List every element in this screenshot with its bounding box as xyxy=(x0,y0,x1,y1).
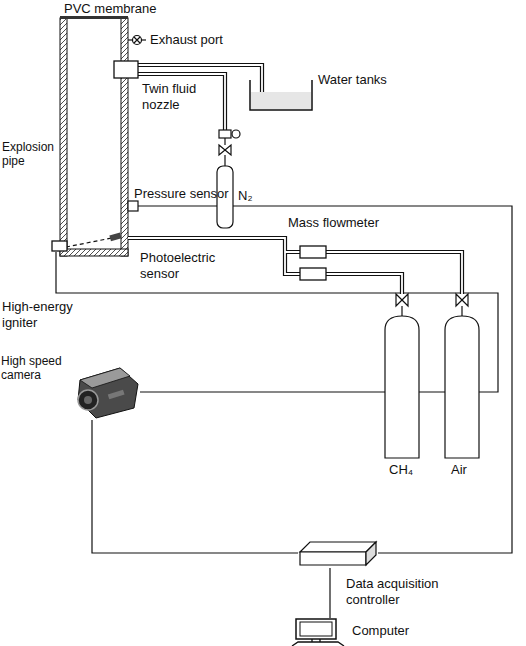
gas-label: Air xyxy=(451,462,491,478)
part-label: Exhaust port xyxy=(150,32,250,48)
computer-icon xyxy=(290,618,346,646)
high-speed-camera: High speed camera xyxy=(72,362,140,420)
gas-label: N₂ xyxy=(238,188,268,204)
gas-label: CH₄ xyxy=(389,462,429,478)
data-acquisition-controller: Data acquisition controller xyxy=(298,540,378,568)
part-label: Pressure sensor xyxy=(134,186,254,202)
part-label: Explosion pipe xyxy=(2,140,59,169)
signal-cable xyxy=(329,568,330,618)
nitrogen-cylinder xyxy=(217,130,240,228)
computer: Computer xyxy=(290,618,346,646)
pipes xyxy=(128,65,462,294)
photoelectric-sensor xyxy=(109,233,121,242)
part-label: Photoelectric sensor xyxy=(140,250,236,281)
part-label: High-energy igniter xyxy=(2,299,80,330)
part-label: Twin fluid nozzle xyxy=(142,81,214,112)
explosion-pipe xyxy=(60,16,128,256)
controller-icon xyxy=(298,540,378,568)
twin-fluid-nozzle xyxy=(114,61,138,78)
device-label: Data acquisition controller xyxy=(346,576,464,607)
exhaust-valve xyxy=(128,36,146,45)
light-path xyxy=(66,238,112,247)
pressure-wire xyxy=(138,206,512,553)
igniter xyxy=(52,241,67,251)
mass-flowmeter xyxy=(300,246,326,280)
device-label: High speed camera xyxy=(1,354,71,383)
signal-cable xyxy=(92,420,298,553)
gas-cylinders xyxy=(385,294,479,458)
trigger-wire xyxy=(56,252,498,392)
pvc-membrane xyxy=(60,16,128,19)
part-label: PVC membrane xyxy=(64,1,174,17)
part-label: Mass flowmeter xyxy=(288,215,398,231)
water-tank xyxy=(250,80,312,110)
camera-icon xyxy=(72,362,140,420)
device-label: Computer xyxy=(352,623,432,639)
pressure-sensor xyxy=(128,201,138,211)
part-label: Water tanks xyxy=(318,72,418,88)
